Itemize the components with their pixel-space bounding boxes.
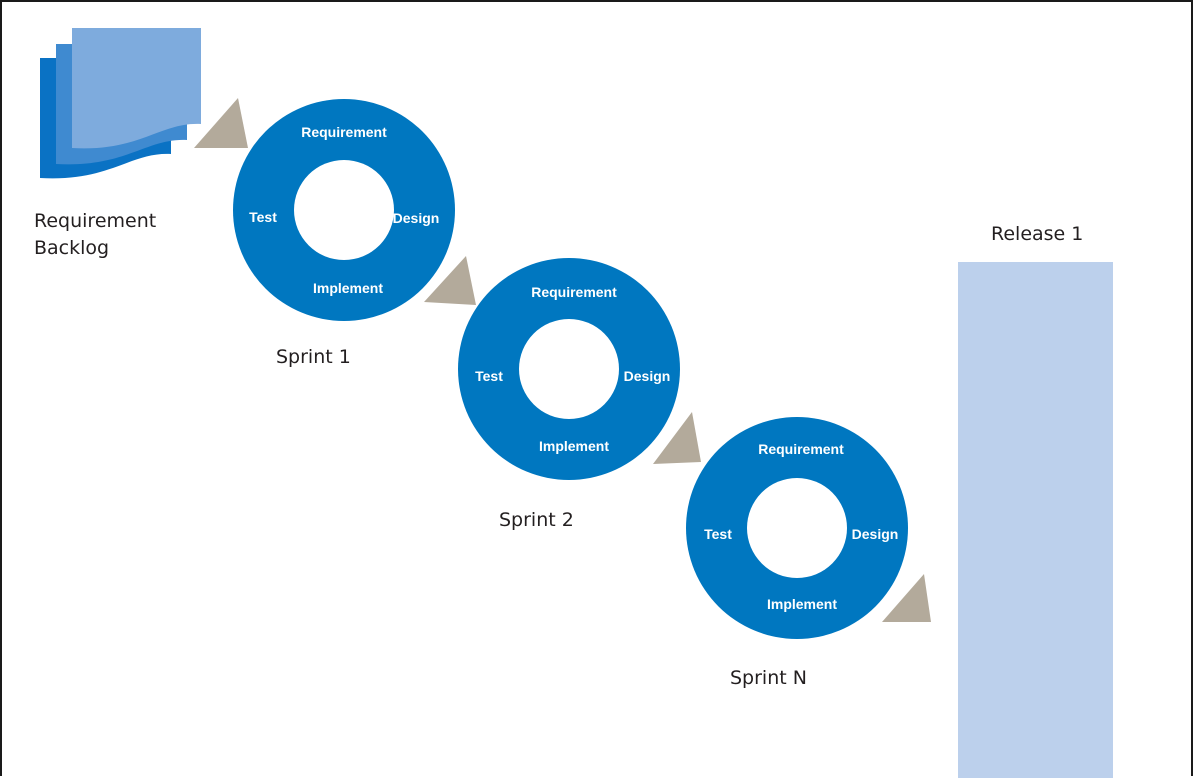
arrow-sprint1-to-sprint2: [424, 256, 476, 305]
sprint-2-stage-test: Test: [475, 368, 503, 384]
backlog-label-line2: Backlog: [34, 237, 109, 259]
sprint-n-cycle: Requirement Design Implement Test: [686, 417, 908, 639]
sprint-n-stage-test: Test: [704, 526, 732, 542]
sprint-1-label: Sprint 1: [276, 346, 351, 368]
sprint-n-label: Sprint N: [730, 667, 807, 689]
sprint-n-stage-design: Design: [852, 526, 899, 542]
arrow-sprint2-to-sprint3: [653, 412, 701, 464]
backlog-label-line1: Requirement: [34, 210, 156, 232]
sprint-n-stage-implement: Implement: [767, 596, 837, 612]
backlog-document-icon: [40, 28, 201, 179]
sprint-2-label: Sprint 2: [499, 509, 574, 531]
release-bar: [958, 262, 1113, 778]
sprint-1-cycle: Requirement Design Implement Test: [233, 99, 455, 321]
sprint-2-stage-implement: Implement: [539, 438, 609, 454]
arrow-sprint3-to-release: [882, 574, 931, 622]
release-label: Release 1: [991, 223, 1083, 245]
sprint-1-stage-implement: Implement: [313, 280, 383, 296]
sprint-2-cycle: Requirement Design Implement Test: [458, 258, 680, 480]
sprint-n-stage-requirement: Requirement: [758, 441, 844, 457]
sprint-2-stage-design: Design: [624, 368, 671, 384]
sprint-n-ring-hole: [747, 478, 847, 578]
sprint-1-ring-hole: [294, 160, 394, 260]
sprint-2-ring-hole: [519, 319, 619, 419]
sprint-2-stage-requirement: Requirement: [531, 284, 617, 300]
arrow-backlog-to-sprint1: [194, 98, 248, 148]
sprint-1-stage-test: Test: [249, 209, 277, 225]
backlog-doc-front: [72, 28, 201, 149]
sprint-1-stage-requirement: Requirement: [301, 124, 387, 140]
sprint-1-stage-design: Design: [393, 210, 440, 226]
